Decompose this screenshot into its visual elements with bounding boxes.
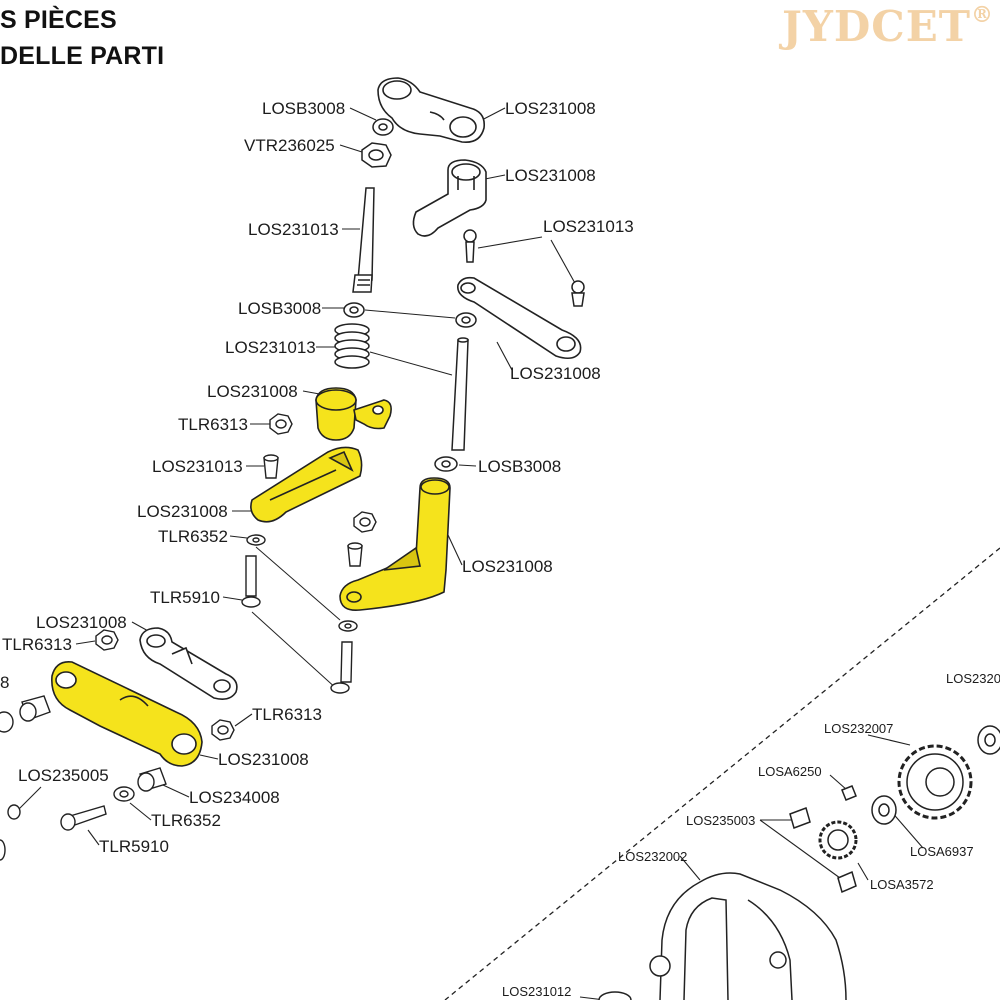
second-steering-arm xyxy=(412,159,487,237)
header-line-2: DELLE PARTI xyxy=(0,42,165,70)
part-label: LOS2320 xyxy=(946,671,1000,686)
bearings-mid xyxy=(343,302,477,472)
part-label: LOS231008 xyxy=(462,557,553,576)
part-label: LOS231013 xyxy=(248,220,339,239)
part-label: TLR6313 xyxy=(2,635,72,654)
gearbox-assembly xyxy=(598,725,1000,1000)
part-label: LOSA6250 xyxy=(758,764,822,779)
part-label: TLR6352 xyxy=(158,527,228,546)
part-label: LOS231008 xyxy=(505,166,596,185)
part-label: TLR6313 xyxy=(178,415,248,434)
part-label: LOS231013 xyxy=(225,338,316,357)
part-label: LOS231008 xyxy=(510,364,601,383)
part-label: TLR5910 xyxy=(150,588,220,607)
part-label: 8 xyxy=(0,673,10,692)
lock-nut-vtr xyxy=(361,142,392,168)
part-label: LOS231008 xyxy=(36,613,127,632)
part-label: LOS232002 xyxy=(618,849,688,864)
top-steering-arm xyxy=(377,77,486,144)
part-label: LOSB3008 xyxy=(478,457,562,476)
servo-saver-spring xyxy=(334,323,370,369)
ball-studs xyxy=(463,229,585,307)
small-hardware xyxy=(0,413,377,861)
part-label: LOS235005 xyxy=(18,766,109,785)
part-label: LOSA3572 xyxy=(870,877,934,892)
part-label: VTR236025 xyxy=(244,136,335,155)
part-label: LOS231013 xyxy=(543,217,634,236)
part-label: LOS231012 xyxy=(502,984,572,999)
part-label: LOS232007 xyxy=(824,721,894,736)
part-label: LOS231008 xyxy=(218,750,309,769)
part-label: LOSA6937 xyxy=(910,844,974,859)
center-shaft xyxy=(352,187,375,293)
part-label: LOSB3008 xyxy=(262,99,346,118)
left-steering-arm xyxy=(139,627,238,700)
highlighted-post-arm xyxy=(339,477,451,612)
highlighted-steering-rack xyxy=(51,660,203,767)
header-line-1: S PIÈCES xyxy=(0,6,117,34)
part-label: LOS235003 xyxy=(686,813,756,828)
part-label: LOS231013 xyxy=(152,457,243,476)
long-pin xyxy=(451,337,469,451)
part-label: LOS231008 xyxy=(137,502,228,521)
part-label: TLR5910 xyxy=(99,837,169,856)
bearing-top xyxy=(372,118,394,136)
part-label: LOS231008 xyxy=(505,99,596,118)
highlighted-servo-saver xyxy=(315,387,392,441)
drag-link xyxy=(457,276,582,360)
part-label: TLR6352 xyxy=(151,811,221,830)
part-label: LOS234008 xyxy=(189,788,280,807)
alignment-lines xyxy=(251,309,456,691)
watermark-logo: JYDCET® xyxy=(782,2,994,51)
part-label: TLR6313 xyxy=(252,705,322,724)
highlighted-steering-crank xyxy=(250,446,363,523)
dashed-divider xyxy=(444,547,1000,1000)
part-label: LOS231008 xyxy=(207,382,298,401)
part-label: LOSB3008 xyxy=(238,299,322,318)
